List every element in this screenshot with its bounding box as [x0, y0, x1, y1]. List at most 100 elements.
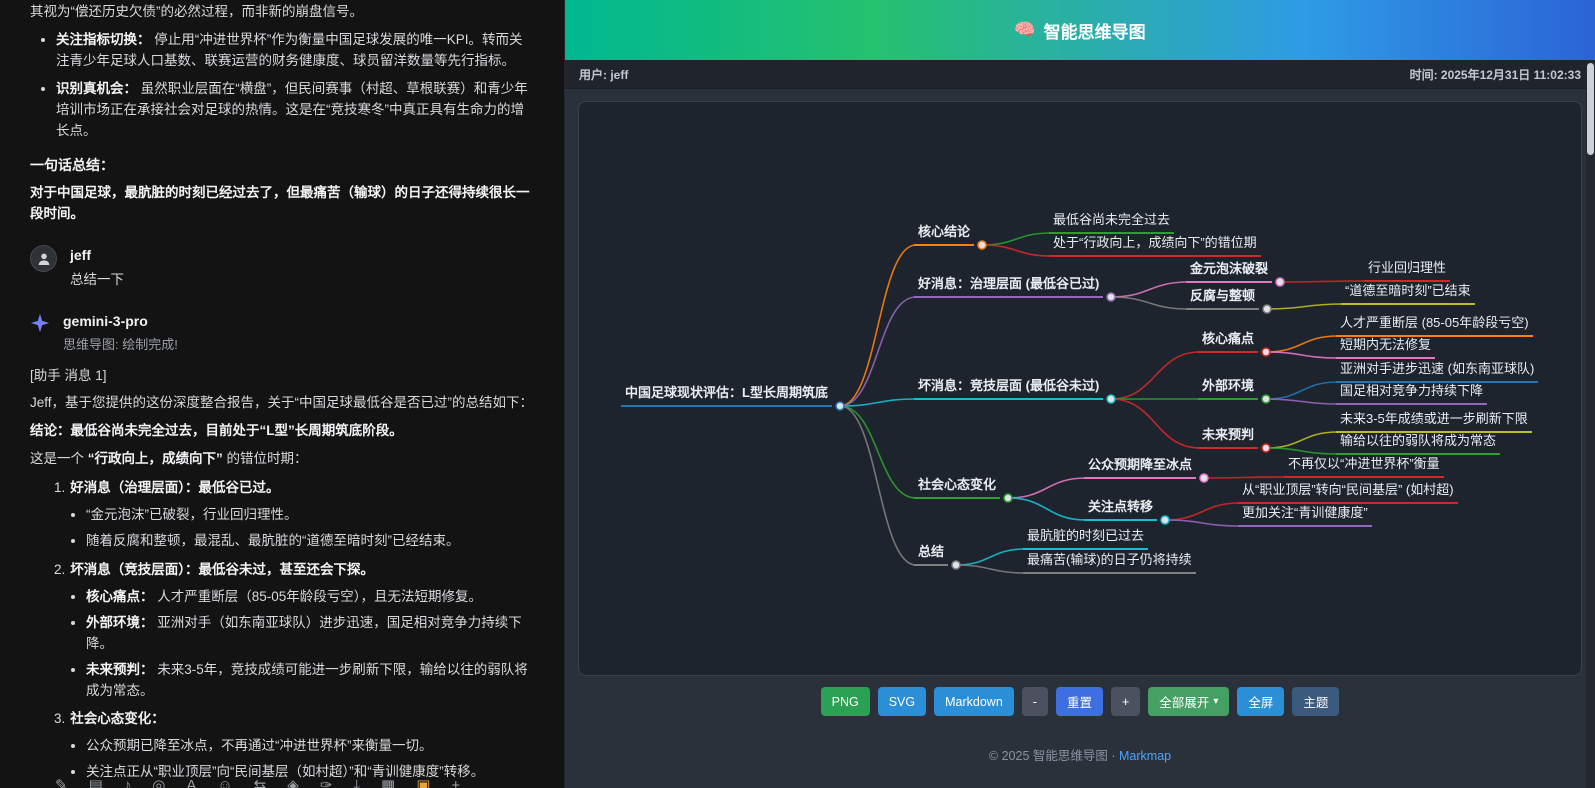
mindmap-node[interactable]: 不再仅以“冲进世界杯”衡量: [1284, 456, 1444, 478]
fullscreen-button[interactable]: 全屏: [1237, 687, 1285, 716]
brain-icon: 🧠: [1014, 20, 1036, 39]
add-icon[interactable]: +: [451, 776, 461, 788]
theme-button[interactable]: 主题: [1292, 687, 1340, 716]
mindmap-canvas[interactable]: 中国足球现状评估：L型长周期筑底 核心结论 最低谷尚未完全过去处于“行政向上，成绩向…: [578, 101, 1582, 676]
input-toolbar: ✎ ▤ ♪ ◎ A ☺ ⇆ ◈ ✑ ⤓ ▦ ▣ +: [55, 774, 460, 788]
mindmap-node[interactable]: 中国足球现状评估：L型长周期筑底: [621, 385, 832, 407]
export-png-button[interactable]: PNG: [820, 687, 870, 716]
assistant-intro: Jeff，基于您提供的这份深度整合报告，关于“中国足球最低谷是否已过”的总结如下…: [30, 395, 534, 411]
mindmap-node[interactable]: 最肮脏的时刻已过去: [1023, 528, 1149, 550]
mindmap-branch-dot[interactable]: [1003, 493, 1013, 503]
mindmap-branch-dot[interactable]: [1160, 515, 1170, 525]
export-svg-button[interactable]: SVG: [877, 687, 927, 716]
mindmap-branch-dot[interactable]: [977, 240, 987, 250]
scrollbar-track[interactable]: [1586, 60, 1595, 788]
user-message-text: 总结一下: [70, 271, 124, 287]
mindmap-node[interactable]: 亚洲对手进步迅速 (如东南亚球队): [1336, 361, 1539, 383]
mindmap-node[interactable]: 外部环境: [1198, 378, 1259, 400]
mindmap-node[interactable]: 未来预判: [1198, 427, 1259, 449]
mindmap-link: [1265, 351, 1339, 359]
mindmap-node[interactable]: 处于“行政向上，成绩向下”的错位期: [1049, 235, 1261, 257]
mindmap-node[interactable]: 人才严重断层 (85-05年龄段亏空): [1336, 315, 1533, 337]
mindmap-node[interactable]: 反腐与整顿: [1186, 288, 1260, 310]
mindmap-node[interactable]: 短期内无法修复: [1336, 337, 1436, 359]
mindmap-branch-dot[interactable]: [1261, 394, 1271, 404]
reset-button[interactable]: 重置: [1055, 687, 1103, 716]
mindmap-node[interactable]: 最痛苦(输球)的日子仍将持续: [1023, 552, 1196, 574]
mindmap-link: [1007, 497, 1087, 521]
mindmap-link: [955, 548, 1026, 566]
mindmap-branch-dot[interactable]: [1262, 304, 1272, 314]
image-icon[interactable]: ▣: [416, 776, 431, 788]
mindmap-link: [839, 405, 917, 499]
scrollbar-thumb[interactable]: [1587, 63, 1594, 155]
sub-bullet-item: 随着反腐和整顿，最混乱、最肮脏的“道德至暗时刻”已经结束。: [86, 531, 534, 552]
mindmap-branch-dot[interactable]: [1106, 292, 1116, 302]
mindmap-link: [1265, 398, 1339, 405]
sub-bullet-item: 关注点正从“职业顶层”向“民间基层（如村超）”和“青训健康度”转移。: [86, 762, 534, 783]
gem-icon[interactable]: ◈: [287, 776, 299, 788]
assistant-message-header: gemini-3-pro 思维导图: 绘制完成!: [30, 311, 534, 356]
pen-icon[interactable]: ✑: [319, 776, 333, 788]
sub-bullet-item: 公众预期已降至冰点，不再通过“冲进世界杯”来衡量一切。: [86, 736, 534, 757]
mindmap-link: [1110, 398, 1201, 449]
mindmap-node[interactable]: 核心痛点: [1198, 331, 1259, 353]
mindmap-link: [1007, 477, 1087, 499]
mindmap-node[interactable]: 国足相对竞争力持续下降: [1336, 383, 1488, 405]
edit-icon[interactable]: ✎: [55, 776, 68, 788]
record-icon[interactable]: ◎: [152, 776, 166, 788]
mindmap-node[interactable]: 好消息：治理层面 (最低谷已过): [914, 276, 1104, 298]
numbered-item: 1.好消息（治理层面）：最低谷已过。“金元泡沫”已破裂，行业回归理性。随着反腐和…: [54, 478, 534, 552]
mindmap-node[interactable]: 社会心态变化: [914, 477, 1001, 499]
mindmap-node[interactable]: 总结: [914, 544, 949, 566]
sub-bullet-item: 核心痛点： 人才严重断层（85-05年龄段亏空），且无法短期修复。: [86, 587, 534, 608]
grid-icon[interactable]: ▦: [381, 776, 396, 788]
mindmap-branch-dot[interactable]: [835, 401, 845, 411]
mindmap-branch-dot[interactable]: [1261, 347, 1271, 357]
markmap-link[interactable]: Markmap: [1119, 749, 1172, 763]
mindmap-branch-dot[interactable]: [1275, 277, 1285, 287]
zoom-out-button[interactable]: -: [1021, 687, 1048, 716]
zoom-in-button[interactable]: +: [1110, 687, 1141, 716]
mindmap-link: [839, 405, 917, 566]
export-markdown-button[interactable]: Markdown: [934, 687, 1014, 716]
audio-icon[interactable]: ♪: [123, 776, 132, 788]
copyright-text: © 2025 智能思维导图 ·: [988, 749, 1116, 763]
mindmap-link: [1110, 351, 1201, 400]
period-pre: 这是一个: [30, 451, 88, 467]
assistant-tag: [助手 消息 1]: [30, 367, 107, 383]
mindmap-branch-dot[interactable]: [1106, 394, 1116, 404]
mindmap-link: [1265, 381, 1339, 400]
mindmap-node[interactable]: 未来3-5年成绩或进一步刷新下限: [1336, 411, 1532, 433]
summary-heading: 一句话总结：: [30, 156, 114, 173]
person-icon: [38, 253, 49, 265]
mindmap-branch-dot[interactable]: [1261, 443, 1271, 453]
expand-all-button[interactable]: 全部展开▾: [1148, 687, 1230, 716]
mindmap-node[interactable]: 输给以往的弱队将成为常态: [1336, 433, 1501, 455]
user-avatar[interactable]: [30, 245, 57, 273]
mindmap-node[interactable]: 金元泡沫破裂: [1186, 261, 1273, 283]
mindmap-node[interactable]: 公众预期降至冰点: [1084, 457, 1197, 479]
emoji-icon[interactable]: ☺: [217, 776, 233, 788]
mindmap-node[interactable]: 坏消息：竞技层面 (最低谷未过): [914, 378, 1104, 400]
mindmap-node[interactable]: 最低谷尚未完全过去: [1049, 212, 1175, 234]
text-icon[interactable]: A: [186, 776, 197, 788]
mindmap-node[interactable]: 核心结论: [914, 224, 975, 246]
assistant-author: gemini-3-pro: [63, 312, 148, 329]
mindmap-node[interactable]: 关注点转移: [1084, 499, 1158, 521]
download-icon[interactable]: ⤓: [353, 776, 361, 788]
mindmap-node[interactable]: “道德至暗时刻”已结束: [1341, 283, 1475, 305]
mindmap-link: [981, 244, 1052, 257]
list-icon[interactable]: ▤: [88, 776, 103, 788]
chat-scrollback: 其视为“偿还历史欠债”的必然过程，而非新的崩盘信号。 关注指标切换： 停止用“冲…: [0, 2, 564, 788]
mindmap-branch-dot[interactable]: [951, 560, 961, 570]
user-message-author: jeff: [70, 247, 91, 264]
bullet-item: 关注指标切换： 停止用“冲进世界杯”作为衡量中国足球发展的唯一KPI。转而关注青…: [56, 30, 534, 72]
numbered-item: 3.社会心态变化：公众预期已降至冰点，不再通过“冲进世界杯”来衡量一切。关注点正…: [54, 709, 534, 783]
mindmap-node[interactable]: 更加关注“青训健康度”: [1238, 505, 1372, 527]
swap-icon[interactable]: ⇆: [253, 776, 267, 788]
mindmap-node[interactable]: 行业回归理性: [1364, 260, 1451, 282]
mindmap-branch-dot[interactable]: [1199, 473, 1209, 483]
mindmap-node[interactable]: 从“职业顶层”转向“民间基层” (如村超): [1238, 482, 1458, 504]
